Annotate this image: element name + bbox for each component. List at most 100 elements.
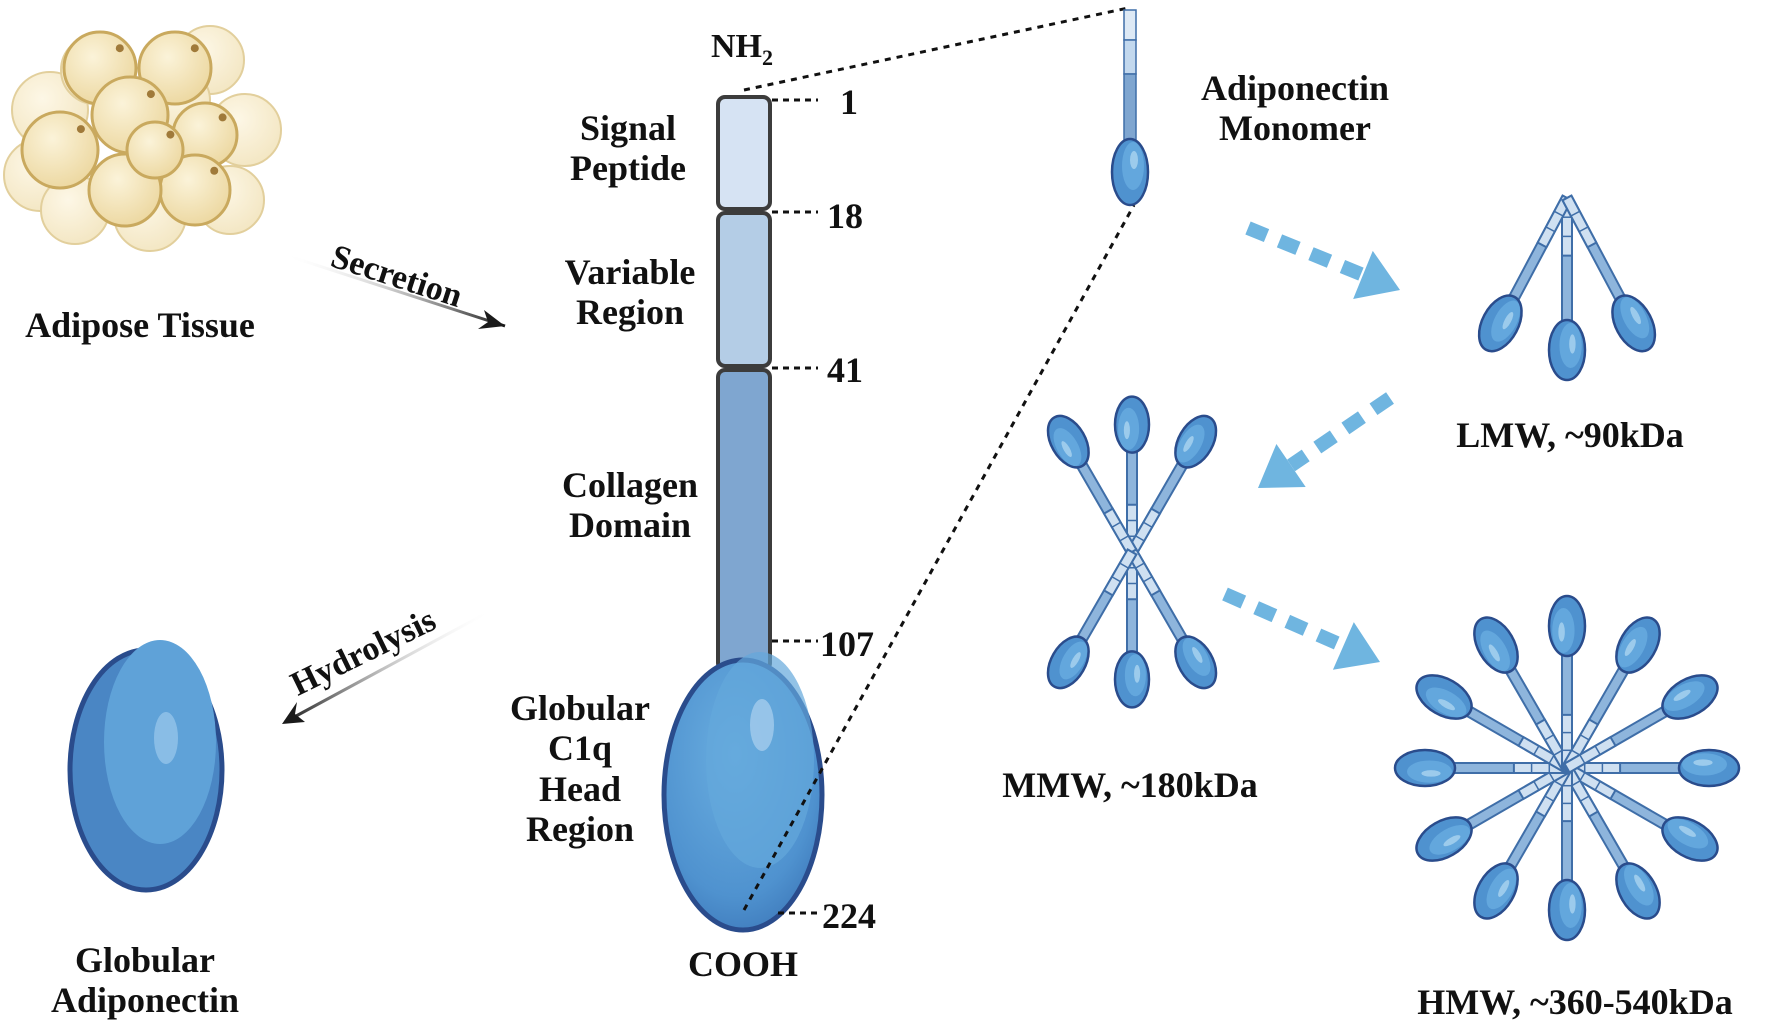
adipocyte-nucleus xyxy=(115,44,124,53)
stem-divider xyxy=(1553,210,1564,217)
secretion-arrow xyxy=(284,253,506,329)
dash-arrow-shaft xyxy=(1245,221,1366,282)
head-highlight xyxy=(1679,825,1696,837)
head-highlight xyxy=(1569,334,1576,354)
residue-41: 41 xyxy=(827,350,863,390)
stem-divider xyxy=(1143,521,1153,528)
lmw-trimer-illustration xyxy=(1477,194,1657,382)
adipocyte xyxy=(20,110,100,190)
head-highlight xyxy=(1134,664,1141,683)
adipocyte-nucleus xyxy=(190,44,199,53)
globular-head-label: Globular C1q Head Region xyxy=(490,688,670,849)
globular-adiponectin-line1: Globular xyxy=(74,940,216,980)
monomer-stem-low xyxy=(1123,73,1137,145)
globular-head xyxy=(1174,635,1218,690)
variable-region-line2: Region xyxy=(576,292,684,333)
stem-divider xyxy=(1143,576,1153,583)
domain-structure-bar xyxy=(661,95,825,933)
head-highlight xyxy=(1061,441,1072,457)
dash-arrow-head xyxy=(1258,443,1306,488)
stem-divider xyxy=(1578,226,1589,233)
globular-head xyxy=(1393,748,1457,788)
residue-107: 107 xyxy=(820,624,874,664)
residue-18: 18 xyxy=(827,196,863,236)
head-highlight xyxy=(1183,436,1194,452)
residue-1: 1 xyxy=(840,82,858,122)
globular-head xyxy=(1547,878,1587,942)
globular-head xyxy=(1677,748,1741,788)
collagen-domain-line1: Collagen xyxy=(561,465,698,505)
hmw-label: HMW, ~360-540kDa xyxy=(1417,982,1733,1022)
head-highlight xyxy=(1192,647,1203,663)
n-terminus-subscript: 2 xyxy=(762,44,773,70)
globular-head xyxy=(1547,594,1587,658)
signal-peptide-line1: Signal xyxy=(579,108,677,148)
globular-adiponectin-illustration xyxy=(67,640,225,893)
assembly-arrows xyxy=(1222,221,1400,670)
head-highlight xyxy=(1634,874,1646,892)
adiponectin-monomer-illustration xyxy=(1110,9,1150,207)
signal-peptide-label: Signal Peptide xyxy=(548,108,708,189)
globular-head xyxy=(1547,318,1587,382)
signal-peptide-line2: Peptide xyxy=(570,148,686,189)
globular-head xyxy=(1113,650,1151,709)
zoom-lines xyxy=(742,6,1136,911)
dash-arrow-shaft xyxy=(1222,587,1347,653)
variable-region-block xyxy=(716,211,772,368)
globular-head xyxy=(1615,862,1661,920)
adipose-tissue-label: Adipose Tissue xyxy=(25,305,255,345)
globular-head xyxy=(1661,816,1719,862)
stem-divider xyxy=(1570,210,1581,217)
dash-arrow-head xyxy=(1332,622,1380,670)
stem-divider xyxy=(1594,745,1601,756)
head-highlight xyxy=(1693,759,1713,766)
stem-divider xyxy=(1594,780,1601,791)
globular-head xyxy=(1046,414,1090,469)
collagen-domain-line2: Domain xyxy=(568,505,691,546)
n-terminus-label: NH2 xyxy=(711,28,773,70)
stem-divider xyxy=(1135,562,1145,569)
hmw-multimer-illustration xyxy=(1393,594,1741,942)
stem-divider xyxy=(1545,226,1556,233)
adipocyte-nucleus xyxy=(218,113,227,122)
globular-head xyxy=(1473,862,1519,920)
adipocyte-nucleus xyxy=(166,130,175,139)
head-highlight xyxy=(1070,652,1081,668)
monomer-stem-mid xyxy=(1123,39,1137,75)
n-terminus-text: NH xyxy=(711,28,762,65)
globular-head-line1: Globular xyxy=(509,688,651,728)
stem-divider xyxy=(1533,780,1540,791)
stem-divider xyxy=(1544,734,1555,741)
globular-head xyxy=(1415,816,1473,862)
globular-adiponectin-line2: Adiponectin xyxy=(50,980,240,1021)
variable-region-label: Variable Region xyxy=(535,252,725,333)
residue-224: 224 xyxy=(822,896,876,936)
globular-head xyxy=(1174,414,1218,469)
head-highlight xyxy=(1558,622,1565,642)
stem-segment-light xyxy=(1561,194,1598,249)
collagen-domain-label: Collagen Domain xyxy=(535,465,725,546)
adipocyte xyxy=(125,120,185,180)
globular-head xyxy=(1113,395,1151,454)
adipose-tissue-illustration xyxy=(3,25,282,252)
c-terminus-label: COOH xyxy=(687,944,798,984)
monomer-label: Adiponectin Monomer xyxy=(1170,68,1420,149)
dash-arrow-shaft xyxy=(1287,392,1394,472)
globular-head xyxy=(1046,635,1090,690)
stem-divider xyxy=(1119,535,1129,542)
lmw-label: LMW, ~90kDa xyxy=(1456,415,1684,455)
collagen-domain-block xyxy=(716,368,772,672)
globular-head xyxy=(1415,674,1473,720)
stem-divider xyxy=(1579,734,1590,741)
stem-divider xyxy=(1119,562,1129,569)
head-highlight xyxy=(1624,639,1636,656)
variable-region-line1: Variable xyxy=(564,252,696,292)
head-highlight xyxy=(1421,770,1441,777)
adipocyte-nucleus xyxy=(146,90,155,99)
signal-peptide-block xyxy=(716,95,772,211)
stem-divider xyxy=(1544,795,1555,802)
globular-head xyxy=(1661,674,1719,720)
head-highlight xyxy=(1488,644,1500,662)
head-highlight xyxy=(1569,894,1576,914)
